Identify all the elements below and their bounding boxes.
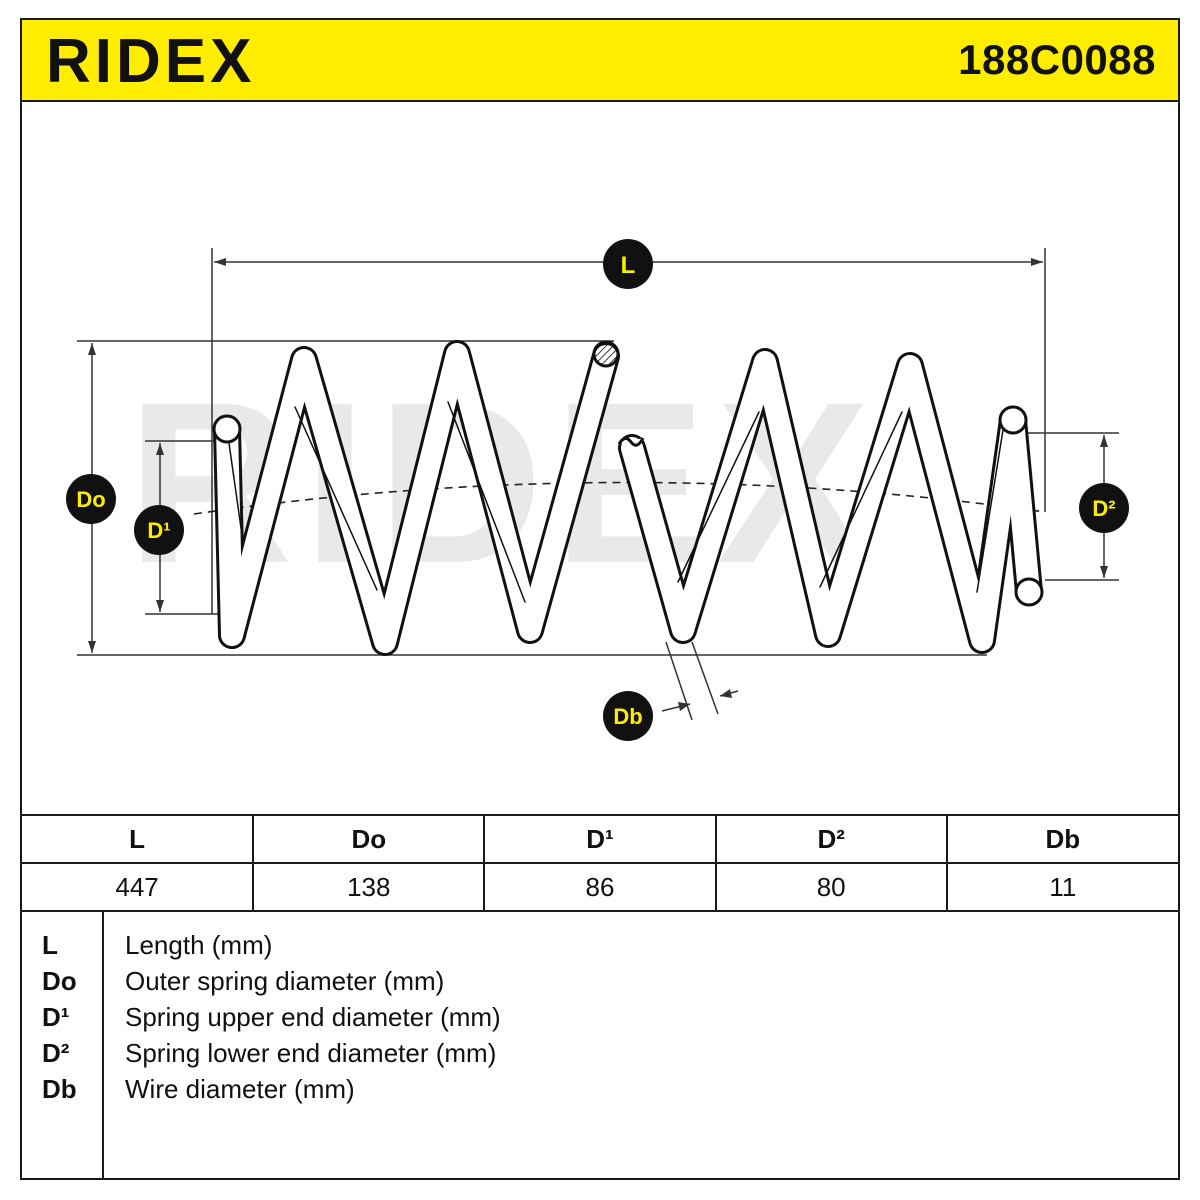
dimension-arrows — [88, 258, 1108, 711]
legend-row: L Length (mm) — [22, 930, 1178, 966]
svg-text:Do: Do — [76, 487, 105, 512]
value-D1: 86 — [483, 862, 716, 912]
legend-row: D¹ Spring upper end diameter (mm) — [22, 1002, 1178, 1038]
coil-right-end — [998, 405, 1028, 435]
spring-drawing: RIDEX — [66, 239, 1129, 741]
legend-desc: Spring lower end diameter (mm) — [125, 1038, 497, 1068]
legend-key: Do — [42, 966, 77, 996]
wire-section-hatched — [592, 340, 620, 368]
spring-coils — [213, 340, 1043, 656]
badge-D1: D¹ — [134, 505, 184, 555]
header-D1: D¹ — [483, 814, 716, 863]
wire-break — [617, 437, 645, 447]
svg-text:L: L — [621, 252, 636, 279]
value-Do: 138 — [252, 862, 485, 912]
legend-row: Db Wire diameter (mm) — [22, 1074, 1178, 1110]
legend: L Length (mm) Do Outer spring diameter (… — [22, 912, 1178, 1180]
spec-table-header: L Do D¹ D² Db — [22, 814, 1178, 863]
value-D2: 80 — [714, 862, 947, 912]
badge-D2: D² — [1079, 483, 1129, 533]
header-bar: RIDEX 188C0088 — [22, 20, 1178, 102]
legend-key: D² — [42, 1038, 70, 1068]
badge-Do: Do — [66, 474, 116, 524]
svg-text:Db: Db — [613, 704, 642, 729]
legend-row: Do Outer spring diameter (mm) — [22, 966, 1178, 1002]
legend-desc: Length (mm) — [125, 930, 273, 960]
legend-desc: Wire diameter (mm) — [125, 1074, 355, 1104]
spec-table-values: 447 138 86 80 11 — [22, 862, 1178, 912]
coil-top-end — [212, 414, 242, 444]
product-sheet: RIDEX 188C0088 RIDEX — [20, 18, 1180, 1180]
legend-row: D² Spring lower end diameter (mm) — [22, 1038, 1178, 1074]
spring-axis — [193, 481, 1046, 515]
coil-bottom-end — [1014, 577, 1044, 607]
header-L: L — [22, 814, 254, 863]
legend-desc: Outer spring diameter (mm) — [125, 966, 445, 996]
spec-table: L Do D¹ D² Db 447 138 86 80 11 — [22, 814, 1178, 912]
legend-key: Db — [42, 1074, 77, 1104]
legend-key: D¹ — [42, 1002, 70, 1032]
value-L: 447 — [22, 862, 254, 912]
header-Do: Do — [252, 814, 485, 863]
legend-divider — [102, 912, 104, 1180]
logo-text: RIDEX — [46, 27, 255, 96]
value-Db: 11 — [945, 862, 1178, 912]
ridex-logo: RIDEX — [46, 27, 255, 96]
part-number: 188C0088 — [958, 36, 1156, 83]
svg-text:D¹: D¹ — [147, 518, 170, 543]
header-Db: Db — [945, 814, 1178, 863]
header-D2: D² — [714, 814, 947, 863]
svg-text:D²: D² — [1092, 496, 1115, 521]
badge-Db: Db — [603, 691, 653, 741]
legend-desc: Spring upper end diameter (mm) — [125, 1002, 501, 1032]
badge-L: L — [603, 239, 653, 289]
legend-key: L — [42, 930, 58, 960]
